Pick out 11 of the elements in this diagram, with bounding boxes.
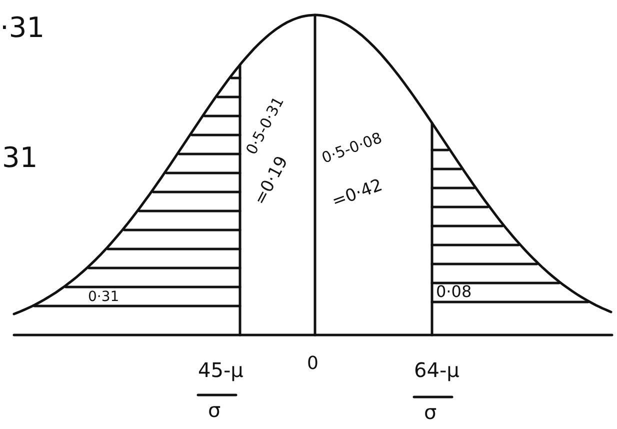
area-label: 0·31: [88, 290, 120, 304]
area-label: 0·08: [436, 284, 472, 300]
value-label: ·31: [0, 14, 45, 42]
tick-label: 45-μ: [198, 360, 244, 380]
tick-label: 64-μ: [414, 360, 460, 380]
formula-label: =0·19: [252, 154, 292, 208]
tick-label: 0: [307, 355, 318, 373]
tick-label: σ: [424, 402, 437, 422]
tick-label: σ: [208, 400, 221, 420]
value-label: 31: [2, 144, 38, 172]
formula-label: =0·42: [330, 177, 385, 211]
